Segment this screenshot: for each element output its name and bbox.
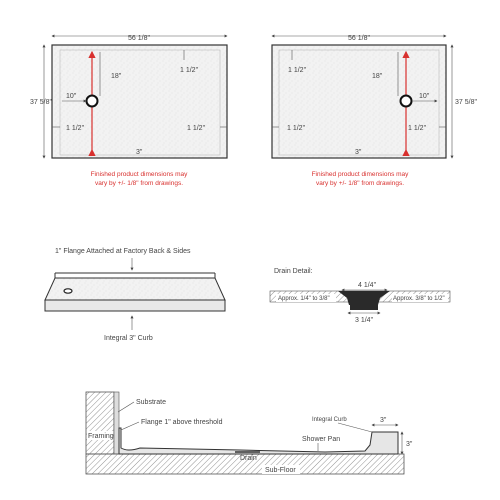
drain-icon xyxy=(399,94,413,108)
width-label: 56 1/8" xyxy=(348,35,370,42)
isometric-base: 1" Flange Attached at Factory Back & Sid… xyxy=(44,248,226,342)
drain-bottom-dim-label: 3 1/4" xyxy=(355,317,374,324)
ledge-left-label: 1 1/2" xyxy=(287,125,306,132)
framing-stud xyxy=(85,391,115,455)
ledge-right-label: 1 1/2" xyxy=(408,125,427,132)
inner-floor xyxy=(59,49,221,156)
plan-right: 56 1/8" 37 5/8" 10" 18" 1 1/2" 1 1/2" 1 … xyxy=(271,34,477,187)
drain-wall-label: 18" xyxy=(111,73,122,80)
drain-side-label: 10" xyxy=(66,93,77,100)
curb-label: 3" xyxy=(355,149,362,156)
sub-floor-label-bg xyxy=(262,465,300,474)
flange-note-label: Flange 1" above threshold xyxy=(141,419,223,426)
approx-left-label: Approx. 1/4" to 3/8" xyxy=(278,296,330,302)
flange-leader xyxy=(120,421,140,431)
curb-width-label: 3" xyxy=(380,417,387,424)
tolerance-note-line1: Finished product dimensions may xyxy=(312,171,410,178)
tolerance-note-line2: vary by +/- 1/8" from drawings. xyxy=(316,180,404,187)
drain-detail: Drain Detail: 4 1/4" 3 1/4" Approx. 1/4"… xyxy=(269,268,451,324)
framing-label-bg xyxy=(87,431,113,440)
shower-pan-profile xyxy=(118,427,399,455)
inner-floor xyxy=(278,49,440,156)
width-label: 56 1/8" xyxy=(128,35,150,42)
drain-top-dim-label: 4 1/4" xyxy=(358,282,377,289)
curb-label: Integral 3" Curb xyxy=(104,335,153,342)
base-top-surface xyxy=(44,277,226,301)
cross-section: Substrate Flange 1" above threshold Fram… xyxy=(85,391,413,475)
integral-curb-leader xyxy=(337,422,373,433)
substrate-label: Substrate xyxy=(136,399,166,406)
integral-curb-label: Integral Curb xyxy=(312,417,347,423)
curb-height-label: 3" xyxy=(406,441,413,448)
drain-side-label: 10" xyxy=(419,93,430,100)
sub-floor-label: Sub-Floor xyxy=(265,467,296,474)
ledge-top-label: 1 1/2" xyxy=(180,67,199,74)
framing-label: Framing xyxy=(88,433,114,440)
drain-throat xyxy=(350,305,378,310)
shower-base-outline xyxy=(271,44,447,159)
shower-base-outline xyxy=(51,44,228,159)
curb-label: 3" xyxy=(136,149,143,156)
ledge-top-label: 1 1/2" xyxy=(288,67,307,74)
flange-label: 1" Flange Attached at Factory Back & Sid… xyxy=(55,248,191,255)
substrate-board xyxy=(113,391,120,455)
ledge-right-label: 1 1/2" xyxy=(187,125,206,132)
drain-label: Drain xyxy=(240,455,257,462)
drain-icon xyxy=(85,94,99,108)
shower-pan-label: Shower Pan xyxy=(302,436,340,443)
drain-detail-title: Drain Detail: xyxy=(274,268,313,275)
approx-right-label: Approx. 3/8" to 1/2" xyxy=(393,296,445,302)
drain-wall-label: 18" xyxy=(372,73,383,80)
drain-body xyxy=(338,291,390,305)
plan-left: 56 1/8" 37 5/8" 10" 18" 1 1/2" 1 1/2" 1 … xyxy=(30,34,228,187)
depth-label: 37 5/8" xyxy=(30,99,52,106)
approx-left-bg xyxy=(276,294,336,302)
substrate-leader xyxy=(117,401,135,413)
ledge-left-label: 1 1/2" xyxy=(66,125,85,132)
tolerance-note-line1: Finished product dimensions may xyxy=(91,171,189,178)
base-front-curb xyxy=(44,299,226,312)
tolerance-note-line2: vary by +/- 1/8" from drawings. xyxy=(95,180,183,187)
depth-label: 37 5/8" xyxy=(455,99,477,106)
drain-icon xyxy=(63,288,73,294)
approx-right-bg xyxy=(392,294,448,302)
